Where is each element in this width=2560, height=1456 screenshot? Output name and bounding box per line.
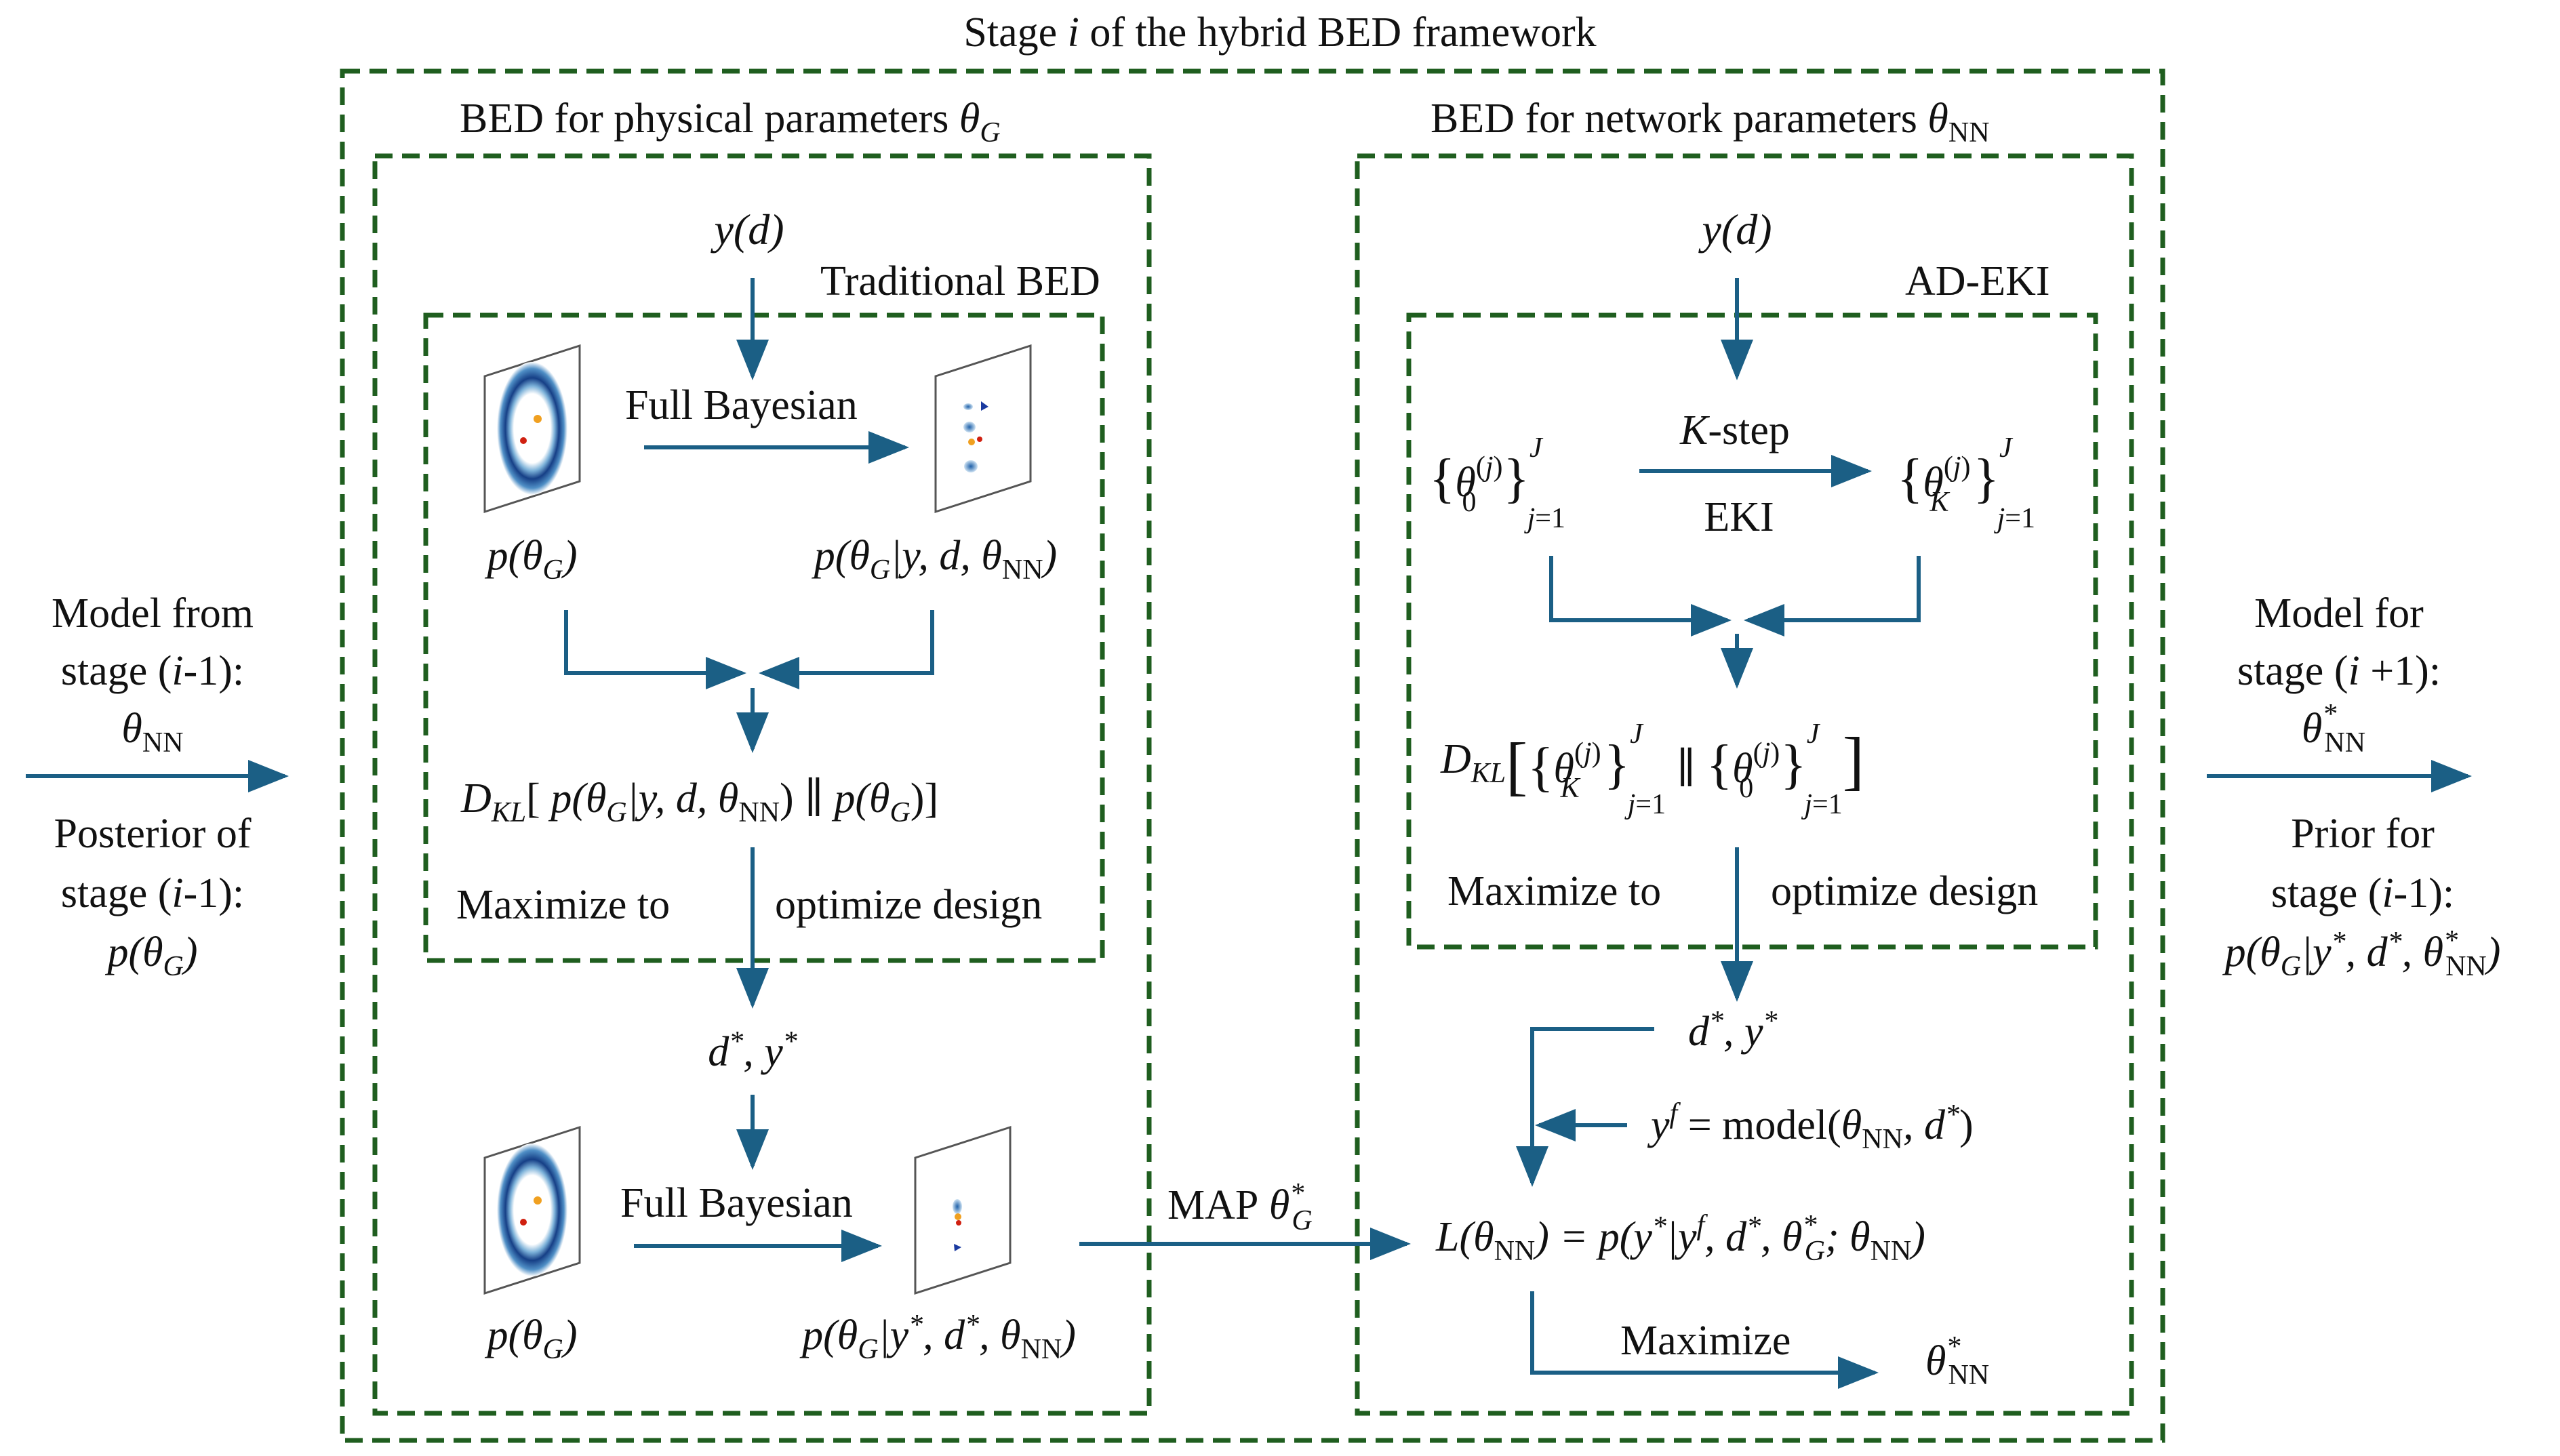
map-label: MAP θ*G: [1167, 1178, 1313, 1236]
k-step-label: K-step: [1679, 407, 1790, 453]
right-line1: Model for: [2254, 590, 2424, 636]
traditional-bed-title: Traditional BED: [820, 258, 1100, 304]
posterior-label-2: p(θG|y*, d*, θNN): [799, 1310, 1076, 1365]
right-line3: θ*NN: [2302, 699, 2365, 759]
posterior-plot-2: [914, 1125, 1012, 1295]
left-dkl: DKL[ p(θG|y, d, θNN) ∥ p(θG)]: [460, 775, 938, 828]
eki-label: EKI: [1704, 494, 1774, 540]
left-line6: p(θG): [104, 929, 197, 982]
right-optimize-design: optimize design: [1771, 868, 2038, 914]
right-y-of-d: y(d): [1698, 205, 1772, 254]
left-line1: Model from: [52, 590, 254, 636]
network-bed-frame: [1355, 153, 2134, 1416]
prior-plot-2: [483, 1125, 581, 1295]
likelihood: L(θNN) = p(y*|yf, d*, θ*G; θNN): [1435, 1210, 1925, 1267]
right-dstar-arrow: [1516, 1027, 1654, 1187]
prior-plot-1: [483, 344, 581, 514]
prior-label-2: p(θG): [484, 1312, 577, 1365]
right-merge-arrow-a: [1549, 556, 1732, 636]
maximize-label: Maximize: [1620, 1318, 1791, 1364]
left-merge-arrow-b: [759, 610, 934, 689]
right-line2: stage (i +1):: [2237, 648, 2441, 694]
left-maximize-to: Maximize to: [456, 882, 670, 928]
right-maximize-to: Maximize to: [1447, 868, 1661, 914]
full-bayesian-label-1: Full Bayesian: [625, 382, 858, 428]
diagram-title: Stage i of the hybrid BED framework: [963, 9, 1596, 56]
posterior-label-1: p(θG|y, d, θNN): [812, 533, 1057, 586]
full-bayesian-label-2: Full Bayesian: [620, 1180, 853, 1226]
right-merge-arrow-b: [1744, 556, 1921, 636]
prior-label-1: p(θG): [484, 533, 577, 586]
left-line2: stage (i-1):: [61, 648, 244, 694]
left-merge-arrow-a: [564, 610, 746, 689]
maximize-arrow: [1530, 1291, 1879, 1389]
left-line5: stage (i-1):: [61, 870, 244, 916]
theta-nn-star: θ*NN: [1925, 1331, 1989, 1391]
left-dstar-ystar: d*, y*: [708, 1026, 797, 1075]
right-line5: stage (i-1):: [2271, 870, 2454, 916]
posterior-plot-1: [934, 344, 1032, 514]
left-optimize-design: optimize design: [775, 882, 1042, 928]
physical-bed-frame: [372, 153, 1152, 1416]
right-line4: Prior for: [2291, 811, 2435, 857]
ad-eki-frame: [1406, 312, 2098, 950]
outer-stage-frame: [340, 68, 2165, 1443]
physical-bed-header: BED for physical parameters θG: [460, 96, 1001, 148]
left-y-of-d: y(d): [710, 205, 784, 254]
ad-eki-title: AD-EKI: [1905, 258, 2050, 304]
traditional-bed-frame: [423, 312, 1105, 963]
network-bed-header: BED for network parameters θNN: [1431, 96, 1990, 148]
right-line6: p(θG|y*, d*, θ*NN): [2222, 925, 2501, 982]
left-line3: θNN: [121, 706, 183, 759]
yf-model: yf = model(θNN, d*): [1647, 1098, 1974, 1155]
left-line4: Posterior of: [54, 811, 251, 857]
right-dstar-ystar: d*, y*: [1688, 1006, 1778, 1055]
